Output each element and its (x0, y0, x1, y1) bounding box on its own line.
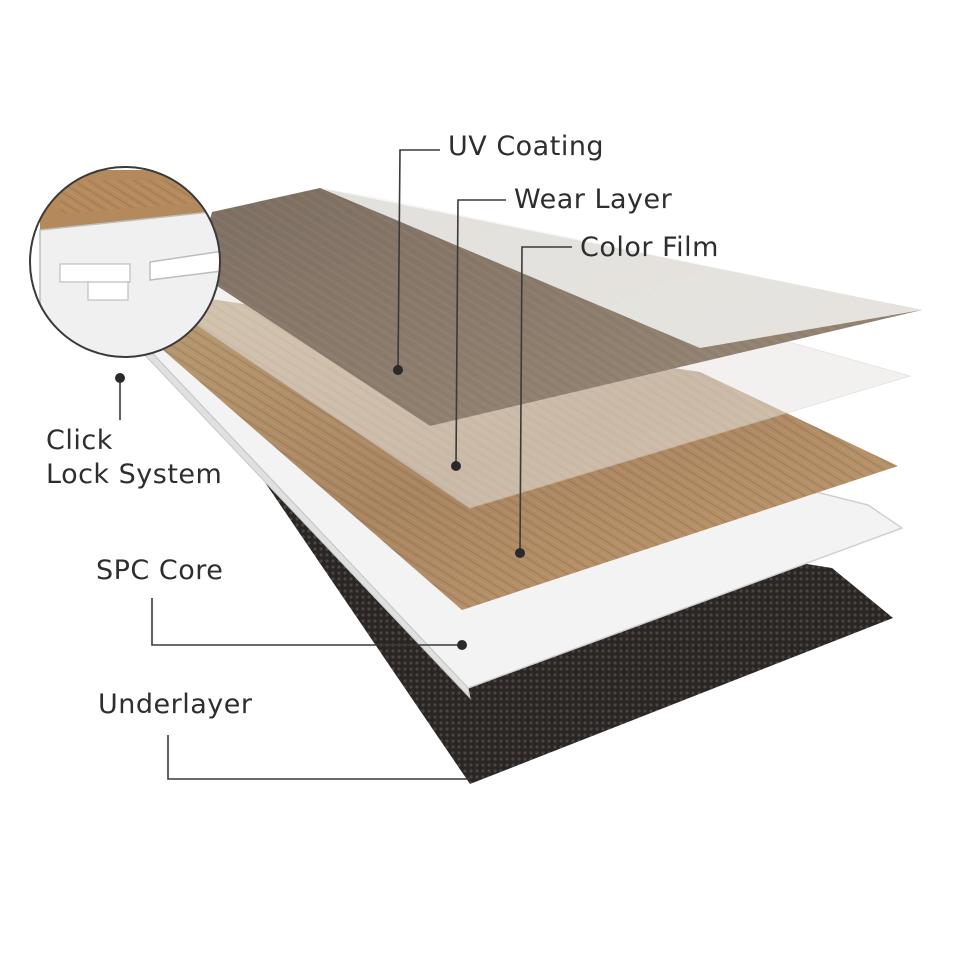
wear-layer-label: Wear Layer (514, 184, 673, 215)
color-film-label: Color Film (580, 232, 719, 263)
spc-core-label: SPC Core (96, 555, 224, 586)
leader-lines (119, 149, 572, 780)
uv-coating-dot (393, 365, 403, 375)
underlayer-leader (167, 735, 470, 780)
wear-layer-dot (451, 461, 461, 471)
click-lock-label: Click Lock System (46, 424, 276, 492)
uv-coating-leader (397, 149, 440, 371)
color-film-dot (515, 548, 525, 558)
uv-coating-film (320, 188, 922, 348)
uv-coating-label: UV Coating (448, 131, 605, 162)
uv-coating-grain (196, 188, 922, 426)
click-lock-label-line1: Click (46, 425, 113, 456)
spc-core-dot (457, 640, 467, 650)
underlayer-label: Underlayer (98, 689, 253, 720)
wear-layer-leader (455, 199, 506, 467)
click-lock-dot (115, 373, 125, 383)
click-lock-zoom-ring (29, 166, 221, 358)
click-lock-label-line2: Lock System (46, 459, 223, 490)
color-film-leader (519, 246, 572, 554)
spc-core-leader (151, 598, 462, 646)
leader-dots (115, 365, 525, 650)
click-lock-zoom (30, 167, 220, 357)
